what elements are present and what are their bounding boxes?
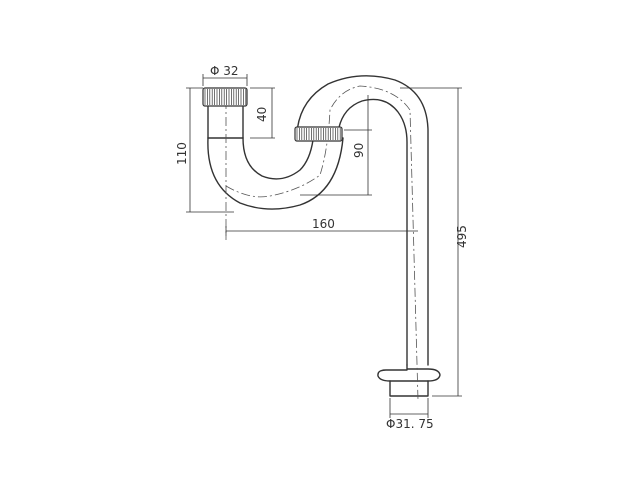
dim-outlet-diameter: Φ31. 75 [386, 398, 434, 431]
dim-outlet-diameter-label: Φ31. 75 [386, 417, 434, 431]
inlet-nut [202, 87, 248, 107]
escutcheon [377, 364, 441, 382]
joint-nut [294, 126, 343, 142]
dim-total-length: 495 [400, 87, 469, 397]
trap-pipe [207, 75, 441, 397]
dim-seal-depth: 90 [300, 95, 372, 196]
dim-trap-height: 110 [175, 87, 234, 213]
dim-horizontal-offset: 160 [225, 217, 418, 236]
dim-horizontal-offset-label: 160 [312, 217, 335, 231]
u-bend-inner [242, 137, 314, 180]
dim-total-length-label: 495 [455, 225, 469, 248]
dim-trap-height-label: 110 [175, 142, 189, 165]
dim-nut-height-label: 40 [255, 107, 269, 122]
centerlines [225, 85, 419, 401]
dim-nut-height: 40 [250, 87, 275, 139]
dim-inlet-diameter: Φ 32 [202, 64, 248, 86]
top-arch-inner [337, 98, 408, 366]
top-arch-outer [296, 75, 429, 366]
u-bend-outer [207, 137, 344, 210]
dim-inlet-diameter-label: Φ 32 [210, 64, 239, 78]
dim-seal-depth-label: 90 [352, 143, 366, 158]
